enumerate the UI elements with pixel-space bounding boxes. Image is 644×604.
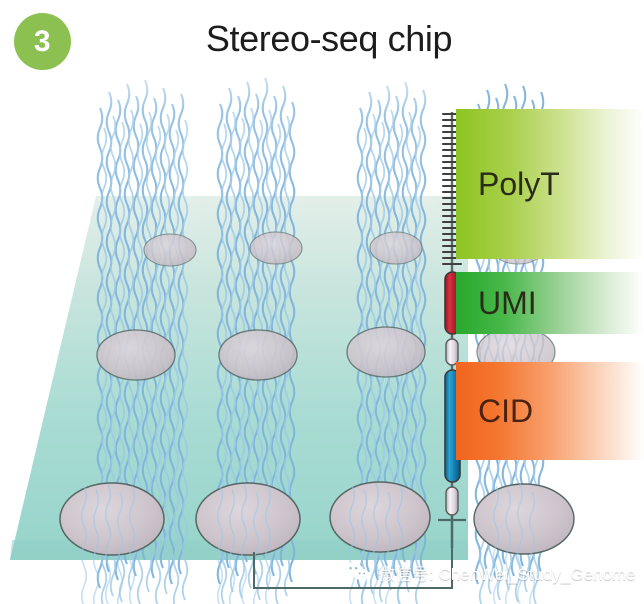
chip-spot	[369, 231, 423, 265]
watermark-text: 微信号: ChenWei_Study_Genome	[378, 565, 636, 584]
chip-spot	[249, 231, 303, 265]
annotation-polyt: PolyT	[456, 109, 644, 259]
chip-spot	[329, 481, 431, 553]
strand-cluster	[59, 78, 197, 604]
callout-bracket	[253, 548, 453, 589]
wechat-icon	[344, 562, 370, 582]
annotation-polyt-label: PolyT	[478, 165, 560, 202]
watermark: 微信号: ChenWei_Study_Genome	[344, 560, 636, 585]
step-number-label: 3	[33, 24, 52, 58]
chip-spot	[195, 482, 301, 556]
annotation-cid: CID	[456, 362, 644, 460]
annotation-umi: UMI	[456, 272, 644, 334]
chip-spot	[473, 483, 575, 555]
linker-capsule-lower	[445, 486, 459, 516]
annotation-cid-label: CID	[478, 392, 534, 429]
annotation-umi-label: UMI	[478, 284, 537, 321]
strand-cluster	[195, 74, 303, 604]
step-number-badge: 3	[14, 13, 71, 70]
chip-spot	[346, 326, 426, 378]
chip-spot	[59, 482, 165, 556]
chip-spot	[96, 329, 176, 381]
strand-field	[59, 74, 575, 604]
chip-spot	[143, 233, 197, 267]
linker-capsule-upper	[445, 338, 459, 366]
page-title: Stereo-seq chip	[205, 18, 453, 59]
strand-cluster	[329, 80, 434, 604]
chip-spot	[218, 329, 298, 381]
